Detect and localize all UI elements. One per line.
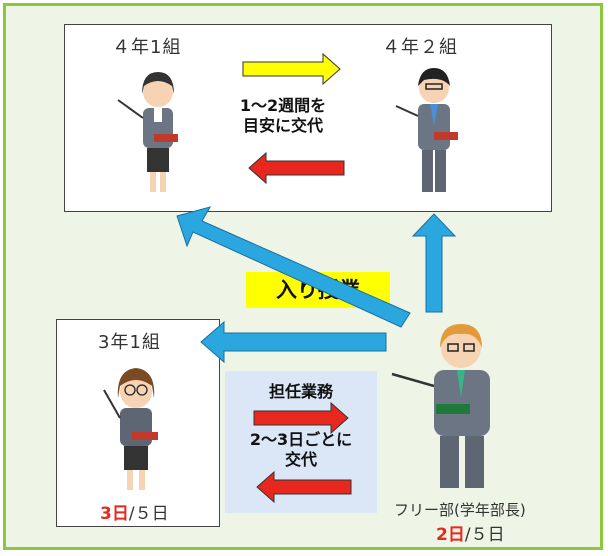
grade3-days: 3日/５日 [100,504,169,524]
red-arrow-left-panel [256,470,352,504]
class-3-1-label: 3年1組 [98,332,161,353]
yellow-arrow-right [242,52,341,86]
teacher-3-1-icon [103,368,158,490]
class-4-1-label: ４年1組 [112,37,182,58]
teacher-4-2-icon [395,68,458,192]
homeroom-duty-title: 担任業務 [268,382,333,401]
red-arrow-left [248,151,345,185]
rotation-text: 1～2週間を 目安に交代 [239,96,327,135]
class-4-2-label: ４年２組 [382,37,458,58]
diagram-canvas: ４年1組 ４年２組 1～2週間を 目安に交代 3年1組 3日/５日 担任業務 2… [3,3,603,550]
free-days: 2日/５日 [436,525,505,545]
red-arrow-right [253,401,349,435]
blue-arrow-to-4-2 [411,213,457,313]
free-teacher-icon [391,324,490,488]
free-role-label: フリー部(学年部長) [394,501,526,519]
blue-arrow-to-3-1 [200,320,387,364]
teacher-4-1-icon [117,72,178,192]
homeroom-rotation-text: 2～3日ごとに 交代 [249,430,353,469]
blue-arrow-to-4-1 [176,206,411,328]
